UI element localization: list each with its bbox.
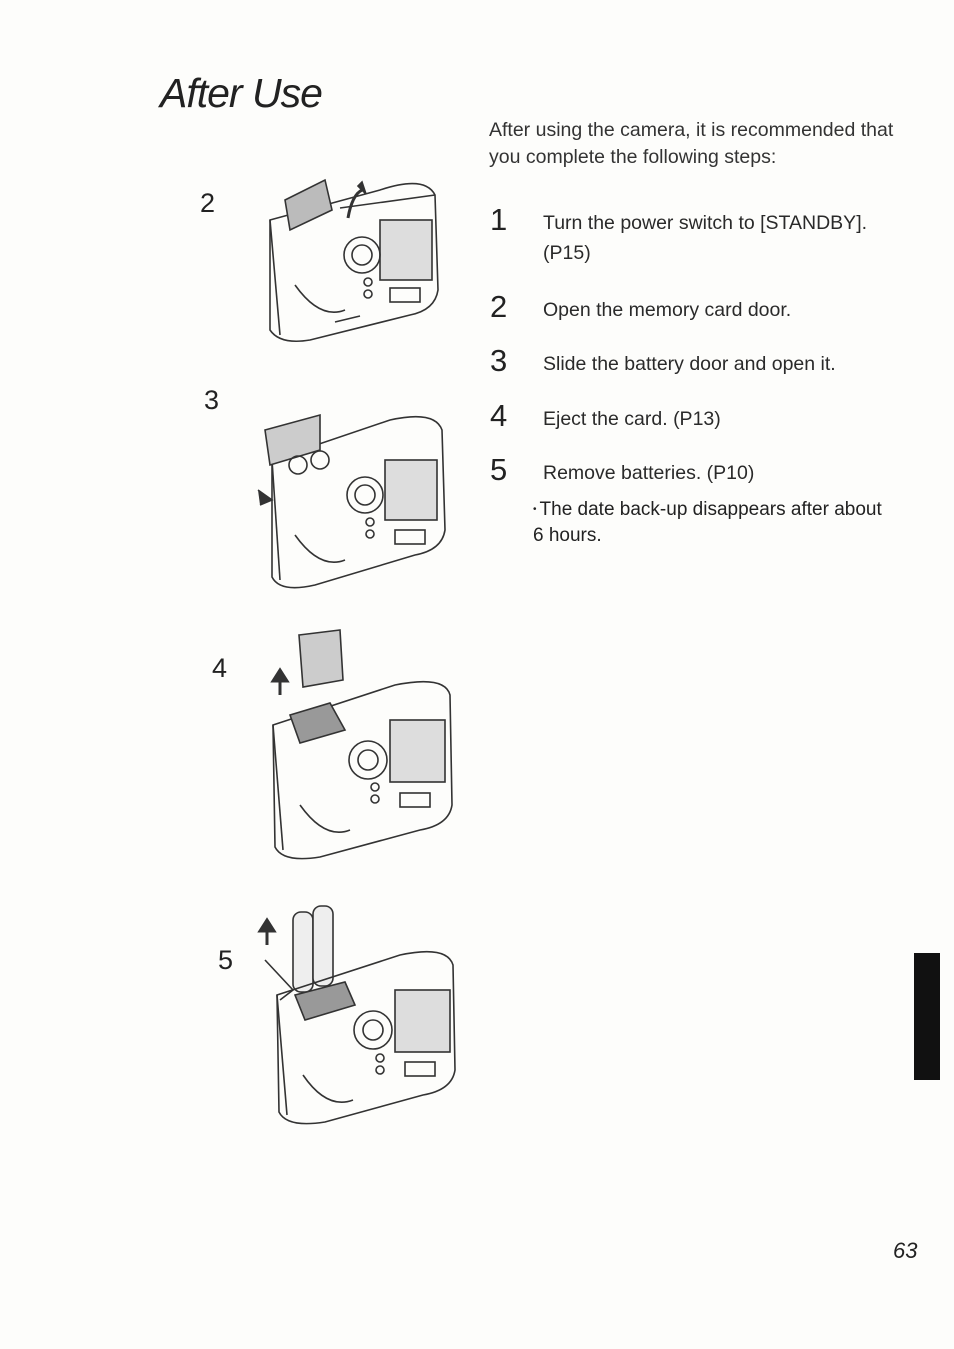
figure-label-3: 3 — [204, 385, 220, 415]
step-number: 3 — [490, 343, 508, 378]
note: •The date back-up disappears after about… — [533, 497, 893, 549]
page-title: After Use — [160, 70, 323, 116]
page-number: 63 — [893, 1238, 918, 1263]
bullet-icon: • — [533, 504, 537, 515]
camera-battery-door-open-illustration — [257, 413, 446, 589]
step-text-line: Turn the power switch to [STANDBY]. — [543, 212, 868, 234]
section-tab-marker — [914, 953, 940, 1080]
step-number: 2 — [490, 289, 508, 324]
step-number: 4 — [490, 398, 508, 433]
figure-label-5: 5 — [218, 945, 234, 975]
figure-label-2: 2 — [200, 188, 216, 218]
note-text: The date back-up disappears after about … — [533, 499, 882, 547]
step-text-line: (P15) — [543, 242, 591, 264]
camera-card-eject-illustration — [270, 629, 453, 860]
camera-card-door-open-illustration — [269, 178, 439, 343]
step-text: Remove batteries. (P10) — [543, 462, 755, 484]
step-text: Open the memory card door. — [543, 299, 792, 321]
intro-text: After using the camera, it is recommende… — [489, 119, 894, 168]
step-number: 1 — [490, 202, 508, 237]
figure-label-4: 4 — [212, 653, 228, 683]
step-number: 5 — [490, 452, 508, 487]
camera-battery-removal-illustration — [257, 905, 456, 1125]
step-text: Turn the power switch to [STANDBY]. (P15… — [543, 208, 913, 268]
step-text: Slide the battery door and open it. — [543, 353, 836, 375]
step-text: Eject the card. (P13) — [543, 408, 721, 430]
